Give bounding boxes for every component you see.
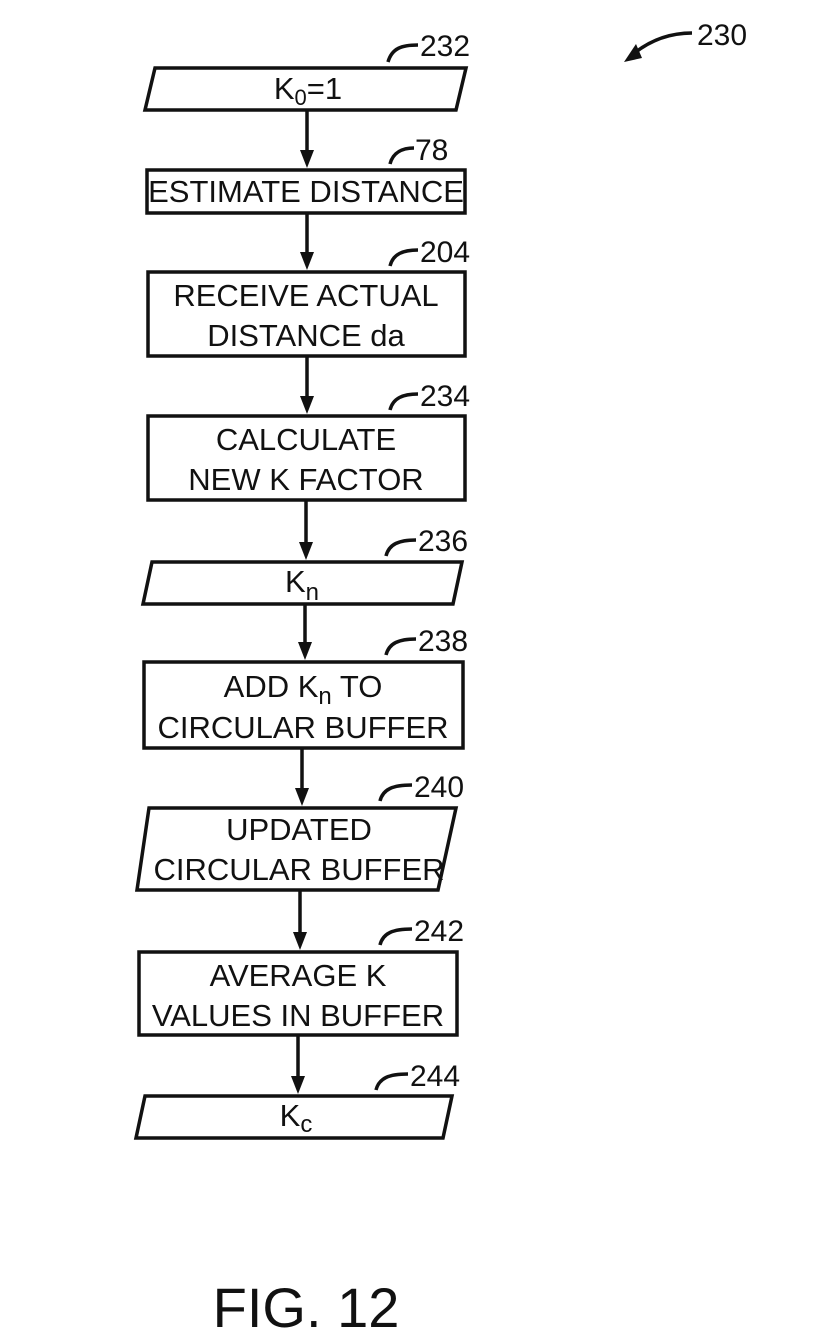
rect-shape (142, 660, 465, 750)
step-78-ref: 78 (415, 134, 448, 167)
figure-reference-arrowhead (624, 44, 642, 62)
step-234-line-1: CALCULATE (216, 422, 396, 457)
step-234-process: CALCULATE NEW K FACTOR 234 (146, 380, 470, 502)
rect-shape (145, 168, 467, 215)
figure-ref-number: 230 (697, 19, 747, 52)
step-240-data: UPDATED CIRCULAR BUFFER 240 (134, 771, 464, 892)
step-244-label: Kc (280, 1098, 313, 1138)
arrow-242-to-244 (291, 1035, 305, 1094)
step-232-ref: 232 (420, 30, 470, 63)
step-234-line-2: NEW K FACTOR (188, 462, 423, 497)
arrow-238-to-240 (295, 748, 309, 806)
leader-line (378, 927, 413, 946)
step-242-line-2: VALUES IN BUFFER (152, 998, 444, 1033)
leader-line (386, 43, 419, 63)
step-78-process: ESTIMATE DISTANCE 78 (145, 134, 467, 215)
leader-line (378, 783, 413, 802)
step-232-label: K0=1 (274, 71, 342, 110)
step-204-line-1: RECEIVE ACTUAL (173, 278, 438, 313)
step-204-ref: 204 (420, 236, 470, 269)
rect-shape (146, 414, 467, 502)
parallelogram-shape (140, 560, 465, 606)
step-238-line-2: CIRCULAR BUFFER (157, 710, 448, 745)
step-244-ref: 244 (410, 1060, 460, 1093)
step-236-output: Kn 236 (140, 525, 468, 606)
step-204-process: RECEIVE ACTUAL DISTANCE da 204 (146, 236, 470, 358)
step-232-input: K0=1 232 (142, 30, 470, 112)
figure-reference: 230 (624, 19, 747, 62)
step-240-line-2: CIRCULAR BUFFER (153, 852, 444, 887)
step-244-output: Kc 244 (133, 1060, 460, 1140)
figure-caption: FIG. 12 (213, 1276, 400, 1339)
arrow-78-to-204 (300, 213, 314, 270)
leader-line (388, 248, 419, 267)
leader-line (384, 637, 417, 656)
step-204-line-2: DISTANCE da (207, 318, 405, 353)
step-236-label: Kn (285, 564, 319, 606)
leader-line (384, 538, 417, 557)
step-238-ref: 238 (418, 625, 468, 658)
step-234-ref: 234 (420, 380, 470, 413)
leader-line (388, 146, 415, 165)
step-238-line-1: ADD Kn TO (224, 669, 383, 710)
step-78-label: ESTIMATE DISTANCE (148, 174, 464, 209)
arrow-232-to-78 (300, 110, 314, 168)
step-242-process: AVERAGE K VALUES IN BUFFER 242 (137, 915, 464, 1037)
arrow-204-to-234 (300, 356, 314, 414)
step-238-process: ADD Kn TO CIRCULAR BUFFER 238 (142, 625, 468, 750)
step-240-line-1: UPDATED (226, 812, 372, 847)
leader-line (374, 1072, 409, 1091)
step-240-ref: 240 (414, 771, 464, 804)
arrow-236-to-238 (298, 604, 312, 660)
arrow-234-to-236 (299, 500, 313, 560)
leader-line (388, 392, 419, 411)
step-242-ref: 242 (414, 915, 464, 948)
parallelogram-shape (142, 66, 469, 112)
step-242-line-1: AVERAGE K (210, 958, 387, 993)
parallelogram-shape (134, 806, 459, 892)
step-236-ref: 236 (418, 525, 468, 558)
arrow-240-to-242 (293, 890, 307, 950)
parallelogram-shape (133, 1094, 455, 1140)
